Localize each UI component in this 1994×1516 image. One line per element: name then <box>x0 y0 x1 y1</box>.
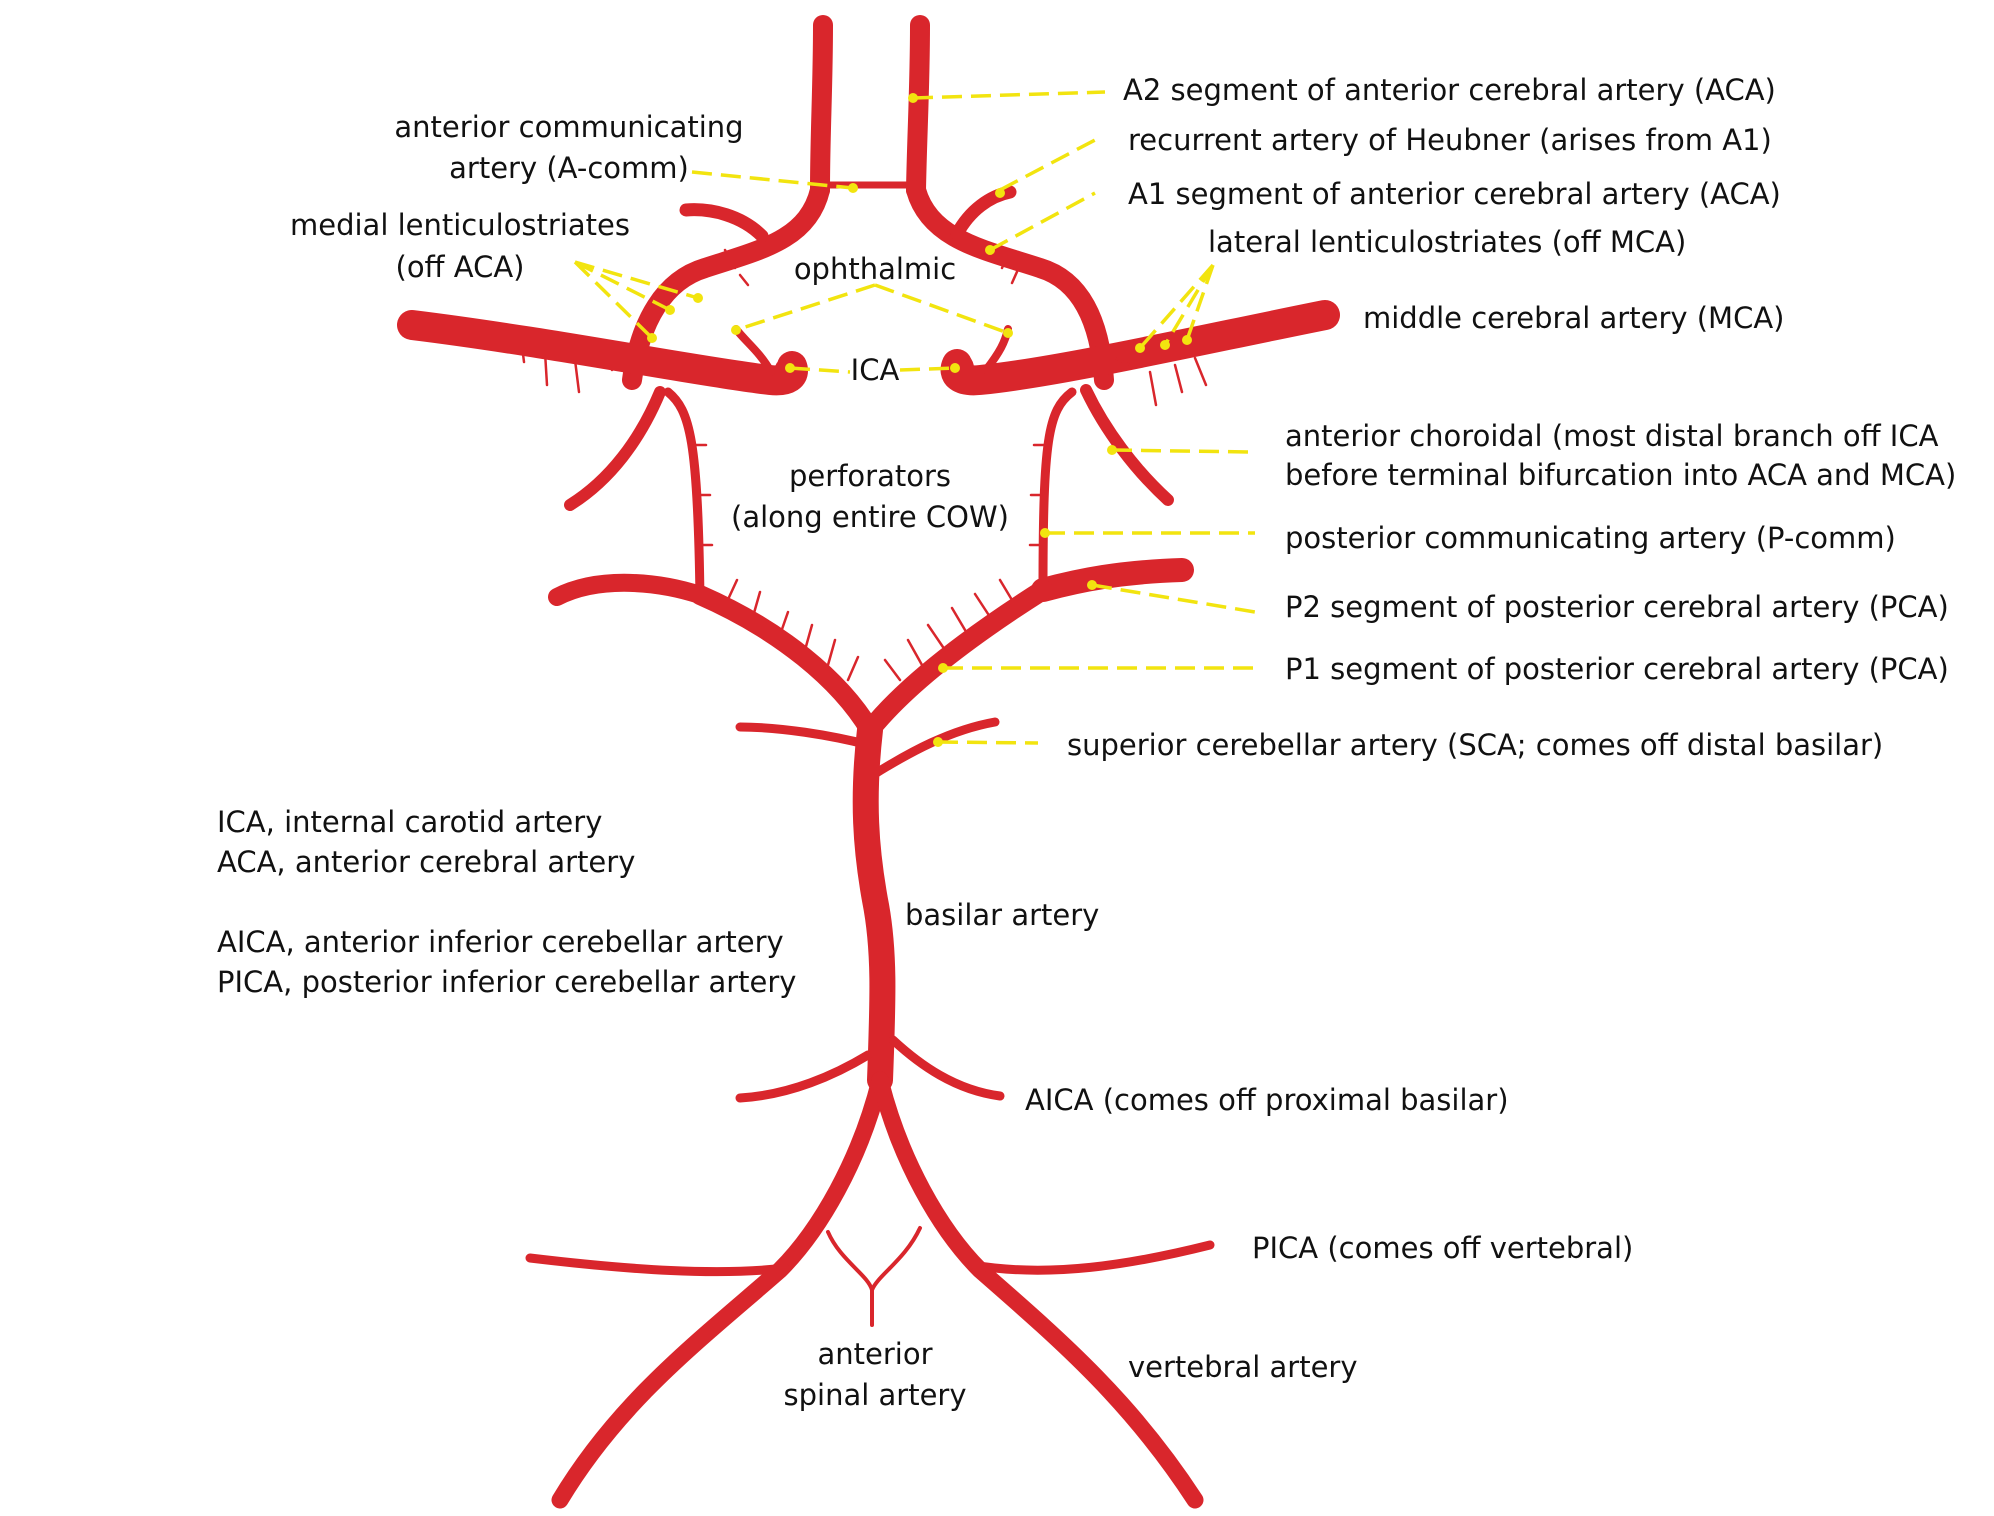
pica-label: PICA (comes off vertebral) <box>1252 1231 1634 1265</box>
p2-leader <box>1091 583 1256 614</box>
label-leaders <box>573 90 1256 745</box>
left-pica <box>525 1253 790 1277</box>
right-vertebral-artery <box>871 1071 1204 1509</box>
mca-label: middle cerebral artery (MCA) <box>1363 301 1785 335</box>
right-aica <box>888 1035 1005 1101</box>
right-heubner-artery <box>950 185 1017 241</box>
anterior-spinal-label-line1: anterior <box>817 1337 933 1371</box>
right-posterior-communicating <box>1038 387 1077 595</box>
left-anterior-choroidal <box>564 386 666 511</box>
medial-lenticulostriate-leaders <box>573 260 699 340</box>
medial-lenticulostriates-label-line2: (off ACA) <box>395 250 525 284</box>
left-a2 <box>810 15 833 200</box>
right-anterior-choroidal <box>1080 384 1174 506</box>
legend-line-4: PICA, posterior inferior cerebellar arte… <box>217 965 797 999</box>
anterior-spinal-label-line2: spinal artery <box>783 1378 967 1412</box>
ica-leader-left <box>789 366 851 374</box>
perforators-label-line1: perforators <box>789 459 951 493</box>
perforators-label-line2: (along entire COW) <box>731 500 1009 534</box>
perforator-branches <box>518 248 1208 682</box>
right-sca <box>868 717 1000 780</box>
legend-line-2: ACA, anterior cerebral artery <box>217 845 636 879</box>
ica-leader-right <box>899 366 956 372</box>
right-a2 <box>906 15 930 200</box>
left-heubner-artery <box>679 203 769 243</box>
aica-label: AICA (comes off proximal basilar) <box>1025 1083 1509 1117</box>
basilar-label: basilar artery <box>905 898 1100 932</box>
lateral-lenticulostriate-leaders <box>1138 263 1215 350</box>
ophthalmic-label: ophthalmic <box>793 252 957 286</box>
anterior-choroidal-leader <box>1111 448 1251 454</box>
leader-dots <box>647 93 1192 747</box>
left-sca <box>735 722 874 750</box>
legend-line-3: AICA, anterior inferior cerebellar arter… <box>217 925 784 959</box>
acomm-label-line2: artery (A-comm) <box>449 151 689 185</box>
ica-label: ICA <box>850 353 900 387</box>
acomm-leader <box>691 170 854 190</box>
left-aica <box>735 1050 873 1103</box>
p2-label: P2 segment of posterior cerebral artery … <box>1285 590 1949 624</box>
basilar-artery <box>852 717 896 1093</box>
vertebral-label: vertebral artery <box>1128 1350 1358 1384</box>
anterior-spinal-artery <box>826 1226 922 1327</box>
a2-leader <box>912 90 1106 100</box>
right-pca-p2 <box>1031 558 1194 602</box>
p1-label: P1 segment of posterior cerebral artery … <box>1285 652 1949 686</box>
a1-label: A1 segment of anterior cerebral artery (… <box>1128 177 1781 211</box>
acomm-label-line1: anterior communicating <box>394 110 744 144</box>
left-vertebral-artery <box>551 1071 889 1509</box>
left-posterior-communicating <box>663 387 705 605</box>
arteries <box>397 15 1340 1509</box>
lateral-lenticulostriates-label: lateral lenticulostriates (off MCA) <box>1208 225 1687 259</box>
a1-leader <box>989 191 1096 252</box>
heubner-leader <box>999 138 1096 192</box>
medial-lenticulostriates-label-line1: medial lenticulostriates <box>290 208 630 242</box>
sca-label: superior cerebellar artery (SCA; comes o… <box>1067 728 1884 762</box>
sca-leader <box>937 740 1039 745</box>
left-pca-p1 <box>690 585 880 740</box>
legend-line-1: ICA, internal carotid artery <box>217 805 603 839</box>
right-a1 <box>906 180 1114 390</box>
pcomm-label: posterior communicating artery (P-comm) <box>1285 521 1896 555</box>
heubner-label: recurrent artery of Heubner (arises from… <box>1128 123 1772 157</box>
right-pica <box>967 1240 1215 1275</box>
ophthalmic-leaders <box>735 283 1009 335</box>
anterior-choroidal-label-line2: before terminal bifurcation into ACA and… <box>1285 458 1957 492</box>
right-pca-p1 <box>860 580 1053 740</box>
a2-label: A2 segment of anterior cerebral artery (… <box>1123 73 1776 107</box>
left-pca-p2 <box>548 573 709 606</box>
anterior-choroidal-label-line1: anterior choroidal (most distal branch o… <box>1285 419 1939 453</box>
